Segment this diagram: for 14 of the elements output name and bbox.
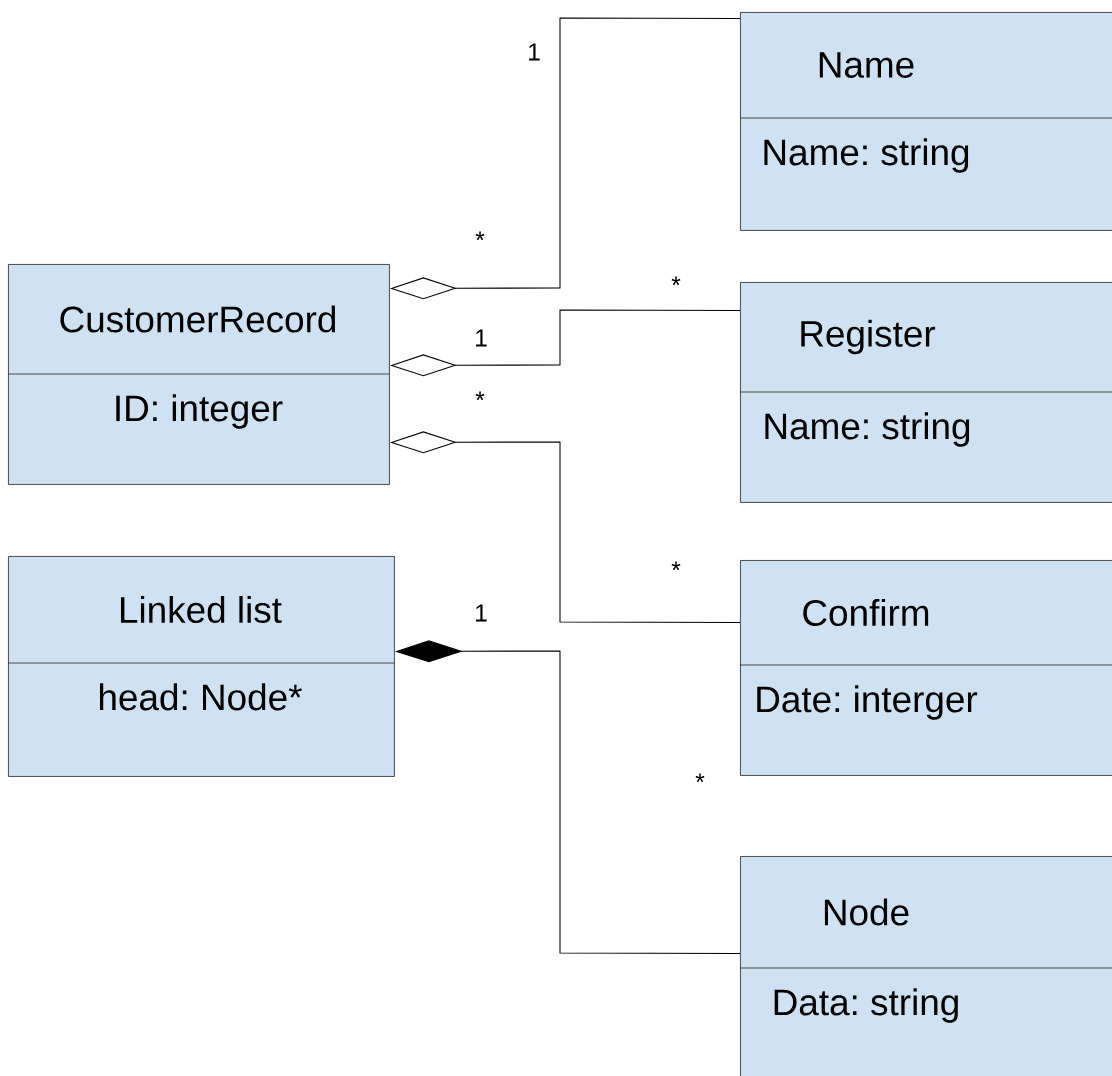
multiplicity-label: * [671,276,681,286]
class-box: Confirm Date: interger [739,560,1112,776]
class-box: CustomerRecord ID: integer [7,264,390,485]
multiplicity-label: * [475,231,485,241]
multiplicity-label: * [475,391,485,401]
multiplicity-label: * [695,773,705,783]
multiplicity-label: 1 [476,604,487,622]
multiplicity-label: 1 [476,329,487,347]
class-box: Name Name: string [739,12,1112,231]
class-box: Register Name: string [739,282,1112,503]
class-box: Linked list head: Node* [7,556,395,777]
multiplicity-label: 1 [529,43,540,61]
multiplicity-label: * [671,561,681,571]
class-box: Node Data: string [739,856,1112,1076]
